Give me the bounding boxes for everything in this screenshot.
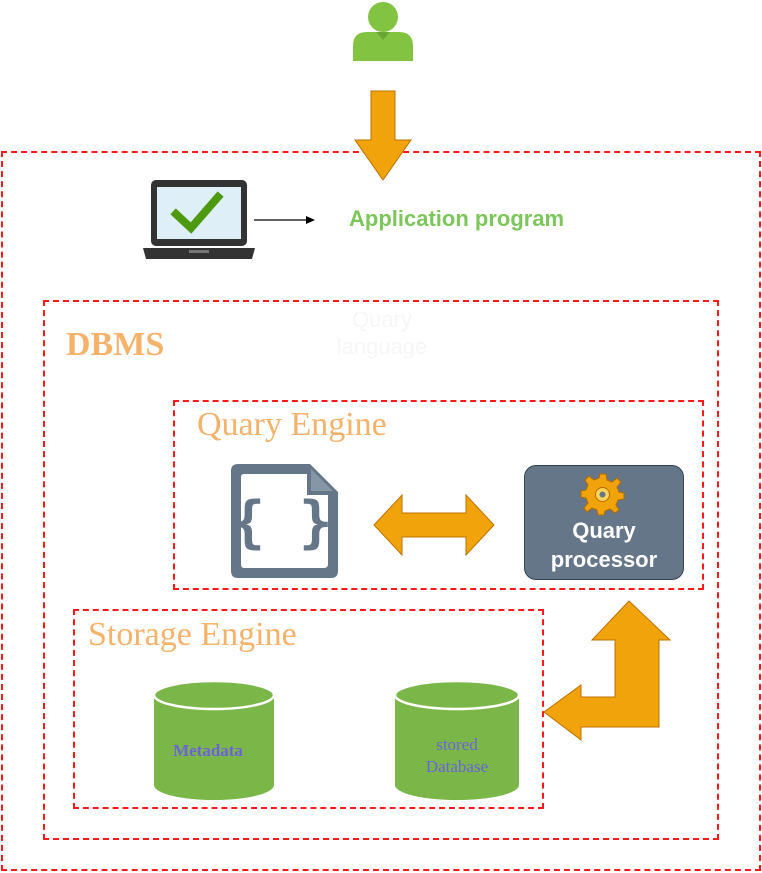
dbms-label: DBMS [66, 326, 165, 363]
storage-to-processor-arrow [543, 600, 672, 742]
laptop-to-app-arrow [254, 216, 315, 224]
svg-text:{ }: { } [231, 490, 332, 555]
storage-engine-boundary [73, 609, 544, 809]
code-file-icon: { } [231, 464, 338, 578]
laptop-check-icon [143, 180, 255, 259]
query-processor-line1: Quary [572, 518, 636, 543]
stored-database-cylinder [393, 679, 521, 800]
user-icon [353, 2, 413, 61]
query-processor-box: Quary processor [524, 465, 684, 580]
query-engine-label: Quary Engine [197, 406, 387, 443]
metadata-cylinder [152, 679, 276, 800]
stored-database-line1: stored [436, 735, 478, 754]
query-language-label: Quary language [332, 306, 432, 360]
query-engine-boundary [173, 400, 704, 590]
engine-double-arrow [373, 493, 495, 557]
query-processor-line2: processor [550, 547, 658, 572]
down-arrow [354, 90, 412, 181]
query-language-line1: Quary [352, 307, 412, 332]
stored-database-line2: Database [425, 757, 489, 776]
stored-database-label: stored Database [397, 734, 517, 778]
query-processor-label: Quary processor [525, 516, 683, 574]
application-program-label: Application program [349, 206, 565, 231]
storage-engine-label: Storage Engine [88, 616, 297, 653]
dbms-boundary [43, 300, 719, 840]
query-language-line2: language [336, 334, 428, 359]
gear-icon [580, 473, 625, 516]
metadata-label: Metadata [173, 741, 243, 760]
